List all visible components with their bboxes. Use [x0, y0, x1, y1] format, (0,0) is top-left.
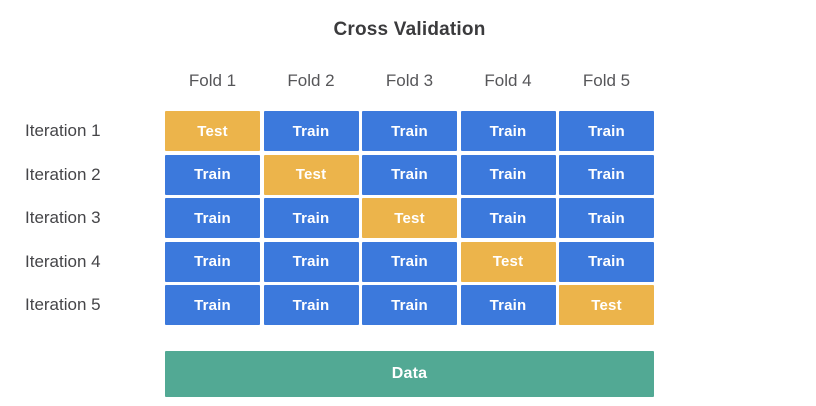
- data-bar: Data: [165, 351, 654, 397]
- iteration-label-4: Iteration 4: [25, 251, 101, 271]
- grid-cell-r4c1: Train: [165, 241, 260, 282]
- grid-cell-r3c4: Train: [460, 198, 556, 238]
- grid-cell-r3c2: Train: [263, 198, 359, 238]
- grid-cell-r2c4: Train: [460, 154, 556, 195]
- grid-cell-r1c1: Test: [165, 111, 260, 151]
- fold-header-3: Fold 3: [385, 71, 434, 90]
- grid-cell-r5c3: Train: [362, 285, 457, 325]
- grid-cell-r3c1: Train: [165, 198, 260, 238]
- grid-cell-r5c2: Train: [263, 285, 359, 325]
- corner-spacer: [25, 69, 162, 108]
- fold-header-4: Fold 4: [484, 71, 532, 90]
- grid-cell-r1c3: Train: [362, 111, 457, 151]
- grid-cell-r5c5: Test: [559, 285, 654, 325]
- grid-cell-r1c5: Train: [559, 111, 654, 151]
- diagram-title: Cross Validation: [333, 19, 486, 40]
- grid-cell-r4c5: Train: [559, 241, 654, 282]
- iteration-label-2: Iteration 2: [25, 164, 101, 184]
- fold-header-5: Fold 5: [582, 71, 631, 90]
- grid-cell-r4c3: Train: [362, 241, 457, 282]
- grid-cell-r2c3: Train: [362, 154, 457, 195]
- grid-cell-r2c2: Test: [263, 154, 359, 195]
- iteration-label-5: Iteration 5: [25, 295, 101, 314]
- fold-header-2: Fold 2: [287, 71, 335, 90]
- fold-header-1: Fold 1: [188, 71, 237, 90]
- cv-grid: Fold 1 Fold 2 Fold 3 Fold 4 Fold 5 Itera…: [25, 69, 654, 325]
- grid-cell-r3c3: Test: [362, 198, 457, 238]
- grid-cell-r4c4: Test: [460, 241, 556, 282]
- grid-cell-r4c2: Train: [263, 241, 359, 282]
- grid-cell-r5c4: Train: [460, 285, 556, 325]
- grid-cell-r1c4: Train: [460, 111, 556, 151]
- grid-cell-r3c5: Train: [559, 198, 654, 238]
- iteration-label-3: Iteration 3: [25, 208, 101, 227]
- grid-cell-r1c2: Train: [263, 111, 359, 151]
- grid-cell-r5c1: Train: [165, 285, 260, 325]
- grid-cell-r2c1: Train: [165, 154, 260, 195]
- grid-cell-r2c5: Train: [559, 154, 654, 195]
- iteration-label-1: Iteration 1: [25, 121, 101, 140]
